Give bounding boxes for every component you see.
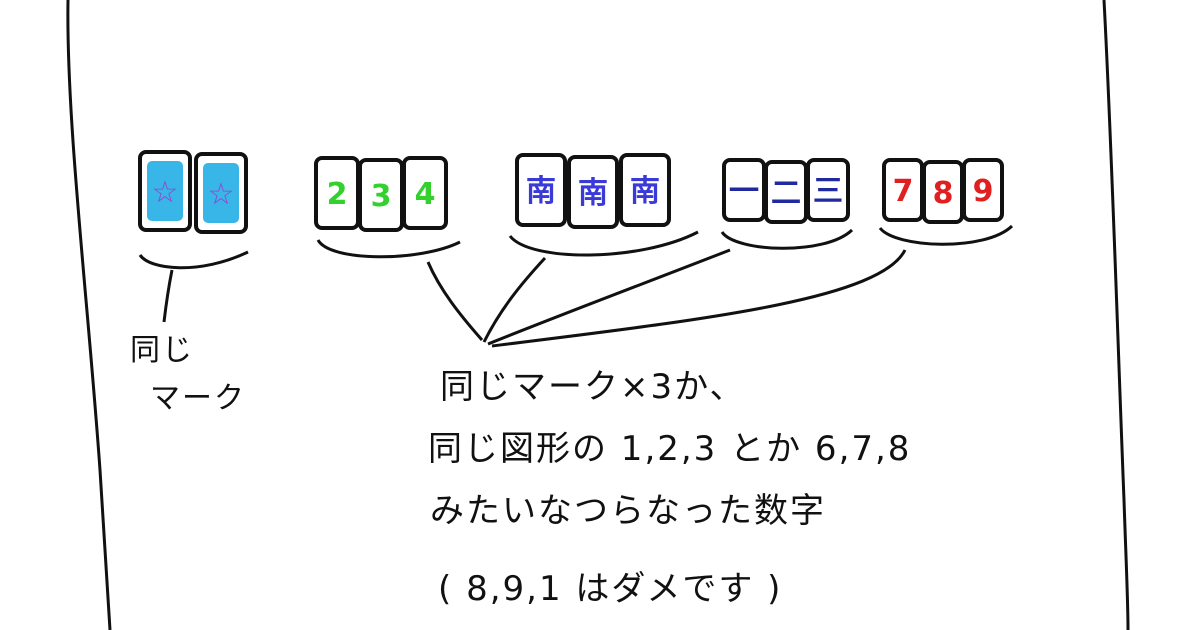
tile-label: 3 <box>371 179 392 214</box>
tile-green-2: 3 <box>358 158 404 232</box>
brace-red <box>878 224 1014 246</box>
pair-note-line1: 同じ <box>130 333 194 368</box>
frame-right-line <box>1102 0 1130 630</box>
pointer-south <box>482 256 547 343</box>
tile-label: 7 <box>893 174 914 209</box>
brace-green <box>316 239 461 259</box>
tile-pair-1: ☆ <box>138 150 192 232</box>
tile-label: 9 <box>973 174 994 209</box>
note-line3: みたいなつらなった数字 <box>430 491 826 531</box>
tile-label: ☆ <box>208 177 235 212</box>
brace-pair <box>138 250 249 270</box>
pointer-pair <box>162 269 174 323</box>
pair-note-line2: マーク <box>150 381 246 416</box>
tile-label: 南 <box>578 176 608 211</box>
tile-red-1: 7 <box>882 158 924 222</box>
tile-red-3: 9 <box>962 158 1004 222</box>
tile-green-1: 2 <box>314 156 360 230</box>
tile-label: 2 <box>327 177 348 212</box>
tile-blue-2: 二 <box>764 160 808 224</box>
tile-green-3: 4 <box>402 156 448 230</box>
frame-left-line <box>66 0 112 630</box>
tile-south-1: 南 <box>515 153 567 227</box>
tile-blue-3: 三 <box>806 158 850 222</box>
tile-label: 一 <box>729 174 759 209</box>
brace-south <box>508 230 699 257</box>
tile-label: 南 <box>630 174 660 209</box>
pointer-red <box>491 249 907 348</box>
brace-blue <box>720 228 854 250</box>
tile-face <box>203 163 239 223</box>
tile-blue-1: 一 <box>722 158 766 222</box>
tile-label: 4 <box>415 177 436 212</box>
note-line2: 同じ図形の 1,2,3 とか 6,7,8 <box>428 429 912 469</box>
tile-south-3: 南 <box>619 153 671 227</box>
tile-label: 南 <box>526 174 556 209</box>
tile-pair-2: ☆ <box>194 152 248 234</box>
tile-red-2: 8 <box>922 160 964 224</box>
pointer-green <box>426 261 484 341</box>
tile-label: 三 <box>813 174 843 209</box>
tile-face <box>147 161 183 221</box>
pointer-blue <box>487 248 731 346</box>
tile-label: ☆ <box>152 175 179 210</box>
tile-south-2: 南 <box>567 155 619 229</box>
note-line4: ( 8,9,1 はダメです ) <box>438 569 783 609</box>
tile-label: 8 <box>933 176 954 211</box>
note-line1: 同じマーク×3か、 <box>440 367 746 407</box>
tile-label: 二 <box>771 176 801 211</box>
